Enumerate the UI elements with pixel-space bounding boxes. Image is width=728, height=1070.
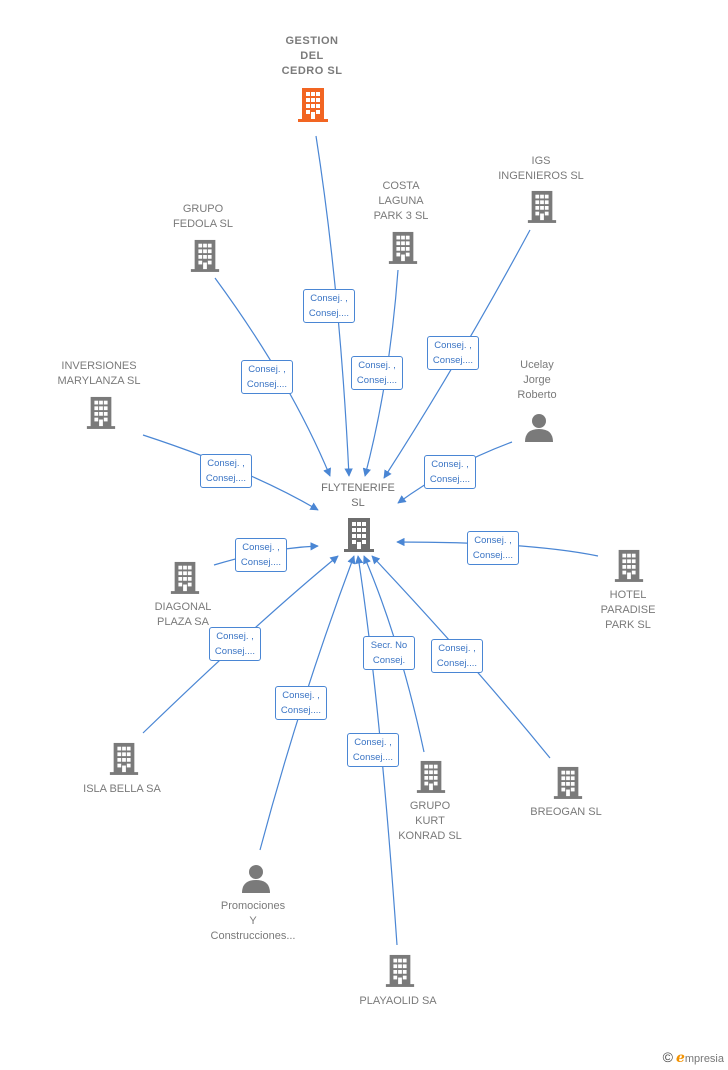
edge-label-igs[interactable]: Consej. , Consej.... xyxy=(427,336,479,370)
edge-label-diagonal[interactable]: Consej. , Consej.... xyxy=(235,538,287,572)
edge-label-costa[interactable]: Consej. , Consej.... xyxy=(351,356,403,390)
node-costa-laguna[interactable]: COSTA LAGUNA PARK 3 SL xyxy=(374,179,429,224)
node-inversiones-marylanza[interactable]: INVERSIONES MARYLANZA SL xyxy=(58,359,141,389)
person-icon[interactable] xyxy=(241,863,271,893)
edge-label-hotel[interactable]: Consej. , Consej.... xyxy=(467,531,519,565)
node-label: COSTA LAGUNA PARK 3 SL xyxy=(373,180,429,222)
edge-label-fedola[interactable]: Consej. , Consej.... xyxy=(241,360,293,394)
node-label: HOTEL PARADISE PARK SL xyxy=(600,589,656,631)
copyright-symbol: © xyxy=(662,1049,673,1065)
edge-label-ucelay[interactable]: Consej. , Consej.... xyxy=(424,455,476,489)
node-grupo-kurt-konrad[interactable]: GRUPO KURT KONRAD SL xyxy=(398,799,462,844)
node-label: BREOGAN SL xyxy=(530,806,602,818)
brand-watermark: ©empresia xyxy=(663,1049,724,1066)
edge-label-breogan[interactable]: Consej. , Consej.... xyxy=(431,639,483,673)
edge-label-playaolid[interactable]: Consej. , Consej.... xyxy=(347,733,399,767)
node-gestion-del-cedro[interactable]: GESTION DEL CEDRO SL xyxy=(282,34,343,79)
node-label: PLAYAOLID SA xyxy=(359,995,437,1007)
building-icon[interactable] xyxy=(613,548,645,582)
building-icon[interactable] xyxy=(108,741,140,775)
edge-label-promociones[interactable]: Consej. , Consej.... xyxy=(275,686,327,720)
node-label: Promociones Y Construcciones... xyxy=(210,900,296,942)
building-icon[interactable] xyxy=(296,86,330,122)
node-promociones-y-construcciones[interactable]: Promociones Y Construcciones... xyxy=(211,899,296,944)
node-label: INVERSIONES MARYLANZA SL xyxy=(57,360,141,387)
node-label: ISLA BELLA SA xyxy=(83,783,161,795)
node-ucelay-jorge-roberto[interactable]: Ucelay Jorge Roberto xyxy=(517,358,556,403)
node-igs-ingenieros[interactable]: IGS INGENIEROS SL xyxy=(498,154,584,184)
node-flytenerife[interactable]: FLYTENERIFE SL xyxy=(321,481,395,511)
edge-playaolid xyxy=(354,555,398,946)
building-icon[interactable] xyxy=(526,189,558,223)
node-label: GRUPO KURT KONRAD SL xyxy=(398,800,462,842)
node-label: GESTION DEL CEDRO SL xyxy=(281,35,343,77)
node-diagonal-plaza[interactable]: DIAGONAL PLAZA SA xyxy=(155,600,212,630)
brand-name: mpresia xyxy=(684,1053,724,1065)
node-label: DIAGONAL PLAZA SA xyxy=(154,601,212,628)
node-grupo-fedola[interactable]: GRUPO FEDOLA SL xyxy=(173,202,233,232)
building-icon[interactable] xyxy=(85,395,117,429)
node-label: GRUPO FEDOLA SL xyxy=(173,203,233,230)
building-icon[interactable] xyxy=(189,238,221,272)
building-icon[interactable] xyxy=(415,759,447,793)
person-icon[interactable] xyxy=(524,412,554,442)
edge-label-isla[interactable]: Consej. , Consej.... xyxy=(209,627,261,661)
edge-label-marylanza[interactable]: Consej. , Consej.... xyxy=(200,454,252,488)
building-icon[interactable] xyxy=(552,765,584,799)
node-breogan[interactable]: BREOGAN SL xyxy=(530,805,602,820)
building-icon[interactable] xyxy=(169,560,201,594)
building-icon[interactable] xyxy=(387,230,419,264)
building-icon[interactable] xyxy=(384,953,416,987)
edge-label-kurt[interactable]: Secr. No Consej. xyxy=(363,636,415,670)
node-playaolid[interactable]: PLAYAOLID SA xyxy=(359,994,436,1009)
edge-label-gestion[interactable]: Consej. , Consej.... xyxy=(303,289,355,323)
node-hotel-paradise-park[interactable]: HOTEL PARADISE PARK SL xyxy=(601,588,656,633)
node-label: Ucelay Jorge Roberto xyxy=(517,359,557,401)
building-icon[interactable] xyxy=(342,516,376,552)
node-label: IGS INGENIEROS SL xyxy=(498,155,584,182)
node-isla-bella[interactable]: ISLA BELLA SA xyxy=(83,782,161,797)
brand-initial: e xyxy=(675,1050,685,1066)
node-label: FLYTENERIFE SL xyxy=(321,482,395,509)
